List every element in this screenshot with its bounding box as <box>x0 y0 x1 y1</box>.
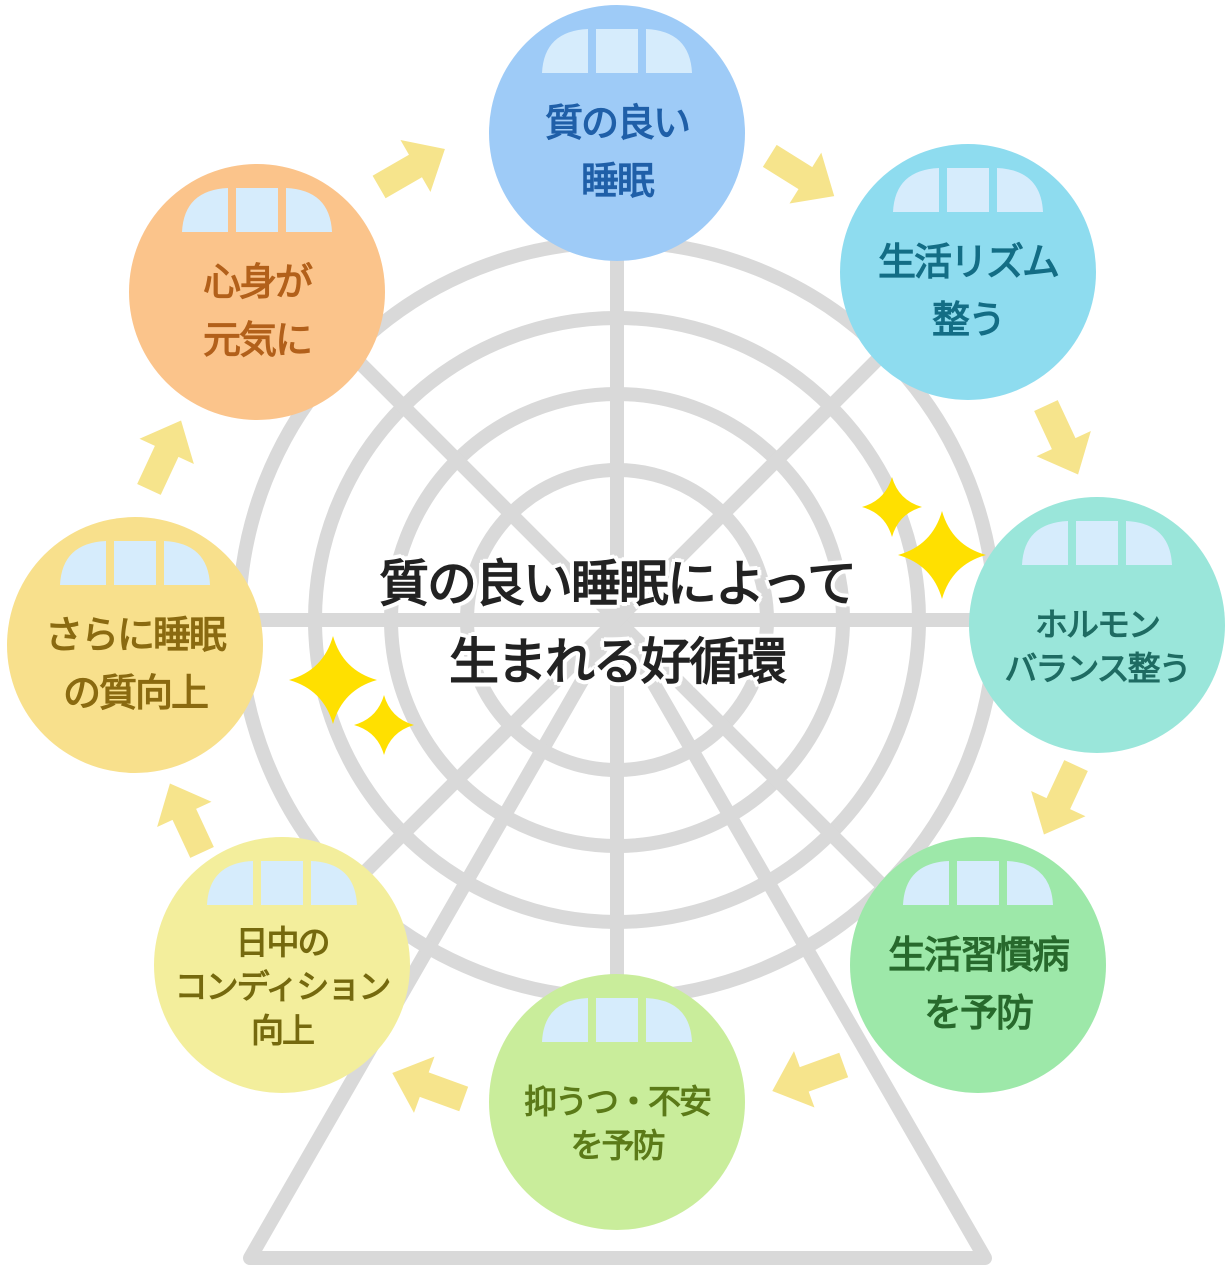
cycle-arrow-icon <box>762 144 835 204</box>
sparkle-icon <box>289 636 377 724</box>
gondola-label: さらに睡眠の質向上 <box>44 606 227 722</box>
gondola-window-icon <box>542 29 692 73</box>
gondola-label-line: 生活習慣病 <box>887 933 1070 977</box>
gondola-label-line: 抑うつ・不安 <box>524 1082 712 1121</box>
cycle-arrow-icon <box>772 1051 849 1108</box>
cycle-arrow-icon <box>1034 400 1091 475</box>
gondola-label: 心身が元気に <box>202 253 313 369</box>
gondola-mind-body-energy: 心身が元気に <box>129 164 385 420</box>
gondola-label-line: 生活リズム <box>877 240 1060 284</box>
gondola-label-line: 心身が <box>202 260 313 304</box>
gondola-window-icon <box>542 998 692 1042</box>
gondola-daytime-condition: 日中のコンディション向上 <box>154 837 410 1093</box>
gondola-life-rhythm: 生活リズム整う <box>840 144 1096 400</box>
gondola-label-line: 質の良い <box>544 101 691 145</box>
gondola-hormone-balance: ホルモンバランス整う <box>969 497 1225 753</box>
gondola-depression-anxiety-prevention: 抑うつ・不安を予防 <box>489 974 745 1230</box>
cycle-arrow-icon <box>157 783 214 858</box>
gondola-label: 生活習慣病を予防 <box>887 926 1070 1042</box>
gondola-window-icon <box>893 168 1043 212</box>
gondola-sleep-quality-improvement: さらに睡眠の質向上 <box>7 517 263 773</box>
gondola-window-icon <box>903 861 1053 905</box>
center-title: 質の良い睡眠によって 生まれる好循環 <box>317 545 917 701</box>
gondola-window-icon <box>1022 521 1172 565</box>
center-title-line1: 質の良い睡眠によって <box>379 555 857 613</box>
gondola-label-line: 元気に <box>202 318 313 362</box>
sparkle-icon <box>354 695 414 755</box>
gondola-label-line: 日中の <box>235 923 330 962</box>
cycle-arrow-icon <box>372 140 445 199</box>
gondola-label-line: の質向上 <box>62 671 209 715</box>
gondola-label-line: ホルモン <box>1035 605 1161 644</box>
gondola-label: 抑うつ・不安を予防 <box>524 1080 712 1168</box>
gondola-label-line: 睡眠 <box>580 159 655 203</box>
gondola-window-icon <box>182 188 332 232</box>
cycle-arrow-icon <box>392 1056 469 1113</box>
gondola-label-line: 向上 <box>250 1011 315 1050</box>
gondola-quality-sleep: 質の良い睡眠 <box>489 5 745 261</box>
cycle-arrow-icon <box>137 420 194 495</box>
gondola-window-icon <box>207 861 357 905</box>
gondola-label-line: さらに睡眠 <box>44 613 227 657</box>
sparkle-icon <box>862 477 922 537</box>
wheel-spoke <box>343 346 891 894</box>
gondola-label-line: を予防 <box>570 1126 666 1165</box>
center-title-line2: 生まれる好循環 <box>449 633 787 691</box>
gondola-label-line: 整う <box>931 298 1006 342</box>
gondola-label: ホルモンバランス整う <box>1004 603 1191 691</box>
gondola-lifestyle-disease-prevention: 生活習慣病を予防 <box>850 837 1106 1093</box>
gondola-label-line: を予防 <box>923 991 1034 1035</box>
cycle-arrow-icon <box>1031 760 1088 835</box>
gondola-label-line: コンディション <box>174 967 392 1006</box>
sparkle-icon <box>898 511 986 599</box>
gondola-label: 生活リズム整う <box>877 233 1060 349</box>
gondola-window-icon <box>60 541 210 585</box>
gondola-label: 質の良い睡眠 <box>544 94 691 210</box>
gondola-label: 日中のコンディション向上 <box>174 921 392 1053</box>
wheel-stand <box>243 613 992 1265</box>
gondola-label-line: バランス整う <box>1004 649 1191 688</box>
